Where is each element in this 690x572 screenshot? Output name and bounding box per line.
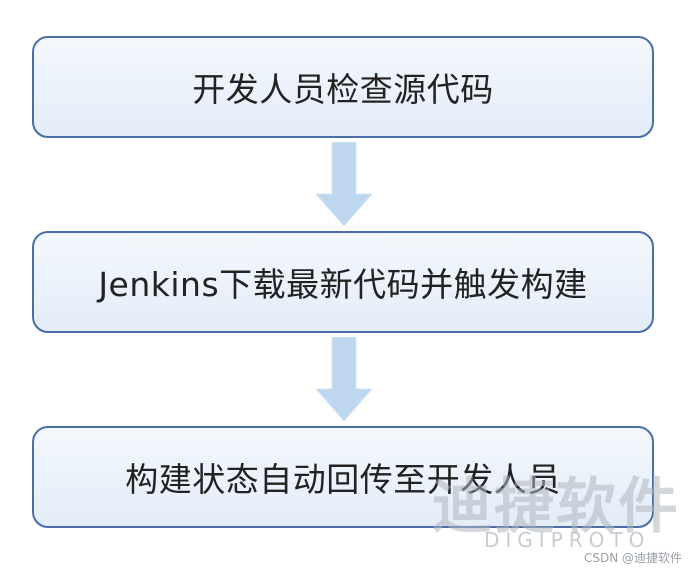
flow-step-1: 开发人员检查源代码 [32, 36, 654, 138]
flow-step-1-label: 开发人员检查源代码 [192, 70, 494, 109]
flow-step-2: Jenkins下载最新代码并触发构建 [32, 231, 654, 333]
flow-step-3-label: 构建状态自动回传至开发人员 [125, 460, 561, 499]
flow-step-3: 构建状态自动回传至开发人员 [32, 426, 654, 528]
source-credit: CSDN @迪捷软件 [583, 551, 682, 565]
down-arrow-icon [316, 337, 372, 421]
down-arrow-icon [316, 142, 372, 226]
flow-step-2-label: Jenkins下载最新代码并触发构建 [98, 265, 588, 304]
brand-watermark-latin: DIGIPROTO [484, 528, 651, 552]
